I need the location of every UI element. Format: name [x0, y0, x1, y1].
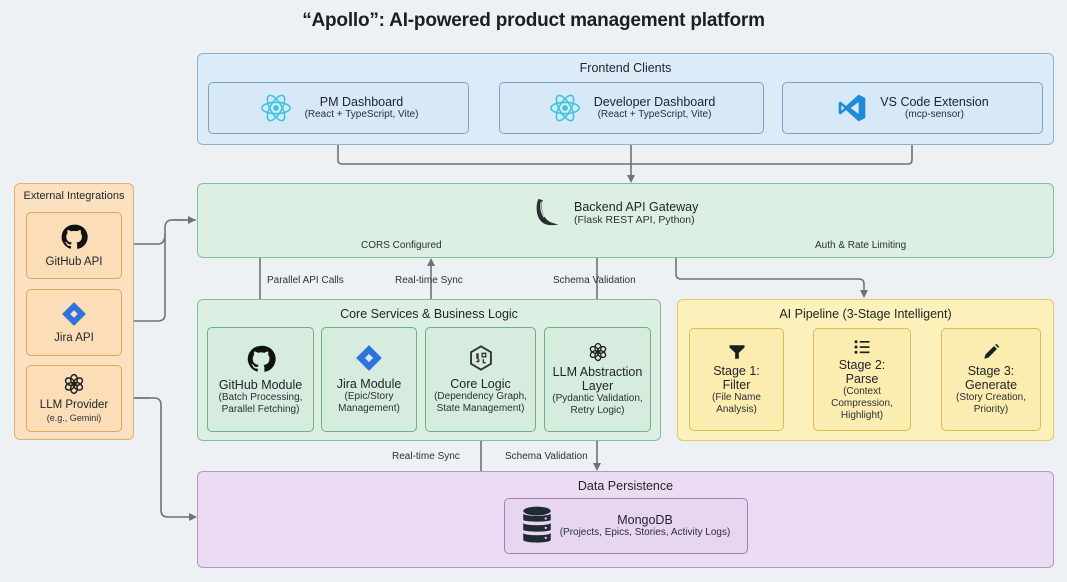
cors-configured-label: CORS Configured: [361, 240, 442, 251]
developer-dashboard-sub: (React + TypeScript, Vite): [597, 109, 712, 120]
mongodb-card[interactable]: MongoDB (Projects, Epics, Stories, Activ…: [504, 498, 748, 554]
github-module-sub-1: (Batch Processing,: [218, 391, 303, 403]
jira-module-sub-1: (Epic/Story: [344, 391, 394, 402]
diagram-title: “Apollo”: AI-powered product management …: [302, 10, 765, 31]
vscode-extension-name: VS Code Extension: [880, 95, 989, 109]
stage1-filter-card[interactable]: Stage 1: Filter (File Name Analysis): [689, 328, 784, 431]
developer-dashboard-card[interactable]: Developer Dashboard (React + TypeScript,…: [499, 82, 764, 134]
gateway-to-pipeline-arrow: [675, 258, 868, 298]
backend-api-gateway-header: Backend API Gateway (Flask REST API, Pyt…: [530, 196, 698, 230]
llm-abstraction-sub-2: Retry Logic): [570, 405, 625, 416]
pm-dashboard-card[interactable]: PM Dashboard (React + TypeScript, Vite): [208, 82, 469, 134]
stage1-sub-2: Analysis): [716, 404, 757, 415]
jira-icon: [356, 345, 382, 371]
github-icon: [61, 224, 88, 249]
react-icon: [260, 94, 291, 122]
jira-module-card[interactable]: Jira Module (Epic/Story Management): [321, 327, 417, 432]
stage2-name-2: Parse: [845, 371, 879, 386]
llm-provider-name: LLM Provider: [39, 399, 109, 411]
core-logic-sub-1: (Dependency Graph,: [434, 391, 527, 402]
pm-dashboard-name: PM Dashboard: [319, 95, 404, 109]
vscode-extension-card[interactable]: VS Code Extension (mcp-sensor): [782, 82, 1043, 134]
gateway-to-external-connector: [126, 219, 196, 325]
stage2-sub-1: (Context: [843, 385, 881, 397]
react-icon: [549, 94, 580, 122]
github-module-card[interactable]: GitHub Module (Batch Processing, Paralle…: [207, 327, 314, 432]
jira-icon: [62, 301, 86, 326]
filter-icon: [729, 345, 744, 359]
github-api-card[interactable]: GitHub API: [26, 212, 122, 279]
auth-rate-limiting-label: Auth & Rate Limiting: [815, 240, 907, 251]
frontend-bracket-connector: [337, 145, 913, 165]
gateway-name: Backend API Gateway: [574, 200, 699, 214]
stage2-sub-2: Compression,: [831, 397, 893, 409]
jira-module-name: Jira Module: [336, 377, 402, 391]
stage2-sub-3: Highlight): [840, 409, 884, 421]
llm-abstraction-name-1: LLM Abstraction: [552, 365, 643, 379]
stage1-sub-1: (File Name: [712, 392, 761, 403]
llm-provider-connector: [128, 397, 197, 521]
developer-dashboard-name: Developer Dashboard: [593, 95, 716, 109]
jira-api-card[interactable]: Jira API: [26, 289, 122, 356]
stage1-name-2: Filter: [722, 378, 751, 392]
pm-dashboard-sub: (React + TypeScript, Vite): [304, 109, 419, 120]
core-services-title: Core Services & Business Logic: [340, 307, 518, 321]
gateway-sub: (Flask REST API, Python): [574, 214, 695, 226]
jira-module-sub-2: Management): [338, 403, 400, 414]
ai-pipeline-title: AI Pipeline (3-Stage Intelligent): [779, 307, 952, 321]
realtime-sync-label: Real-time Sync: [395, 275, 463, 286]
llm-abstraction-name-2: Layer: [581, 379, 614, 393]
core-logic-icon: [469, 345, 492, 371]
llm-provider-card[interactable]: LLM Provider (e.g., Gemini): [26, 365, 122, 432]
persistence-realtime-sync-label: Real-time Sync: [392, 451, 460, 462]
llm-abstraction-card[interactable]: LLM Abstraction Layer (Pydantic Validati…: [544, 327, 651, 432]
stage2-parse-card[interactable]: Stage 2: Parse (Context Compression, Hig…: [813, 328, 911, 431]
data-persistence-title: Data Persistence: [577, 479, 674, 493]
openai-icon: [64, 373, 84, 395]
core-logic-card[interactable]: Core Logic (Dependency Graph, State Mana…: [425, 327, 536, 432]
github-api-name: GitHub API: [45, 255, 103, 268]
stage3-name-2: Generate: [964, 378, 1018, 392]
stage3-sub-1: (Story Creation,: [955, 392, 1027, 403]
core-logic-sub-2: State Management): [436, 403, 525, 414]
jira-api-name: Jira API: [54, 331, 94, 344]
parallel-api-calls-label: Parallel API Calls: [267, 275, 344, 286]
frontend-clients-title: Frontend Clients: [579, 61, 672, 75]
pencil-icon: [984, 343, 1000, 359]
stage2-name-1: Stage 2:: [838, 357, 886, 372]
persistence-schema-validation-label: Schema Validation: [505, 451, 588, 462]
stage3-sub-2: Priority): [973, 404, 1009, 415]
core-logic-name: Core Logic: [450, 377, 511, 391]
github-module-sub-2: Parallel Fetching): [221, 403, 300, 415]
schema-validation-label: Schema Validation: [553, 275, 636, 286]
llm-abstraction-sub-1: (Pydantic Validation,: [552, 393, 643, 404]
mongodb-sub: (Projects, Epics, Stories, Activity Logs…: [559, 527, 731, 538]
llm-provider-sub: (e.g., Gemini): [46, 413, 102, 423]
stage1-name-1: Stage 1:: [713, 364, 760, 378]
openai-icon: [589, 342, 606, 362]
vscode-extension-sub: (mcp-sensor): [905, 109, 964, 120]
vscode-icon: [838, 94, 866, 122]
external-integrations-title: External Integrations: [23, 190, 125, 202]
mongodb-name: MongoDB: [617, 513, 673, 527]
backend-api-gateway[interactable]: [197, 183, 1054, 258]
stage3-generate-card[interactable]: Stage 3: Generate (Story Creation, Prior…: [941, 328, 1041, 431]
database-icon: [522, 506, 551, 543]
github-module-name: GitHub Module: [218, 377, 303, 392]
list-icon: [854, 339, 870, 354]
stage3-name-1: Stage 3:: [967, 364, 1015, 378]
flask-icon: [536, 198, 559, 226]
github-icon: [247, 345, 276, 372]
